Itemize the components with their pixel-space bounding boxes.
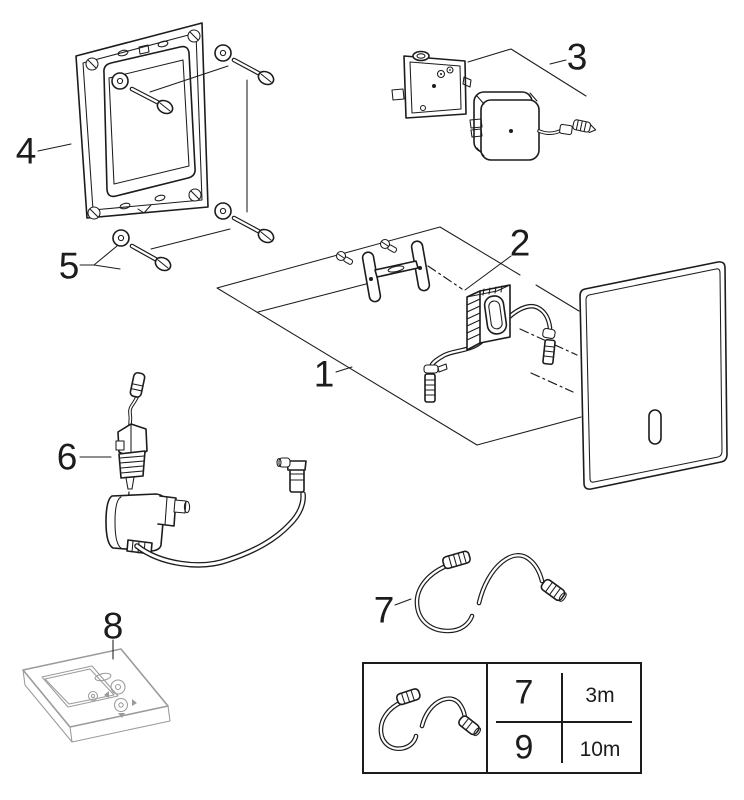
power-supply-drawing — [391, 50, 597, 161]
part-callout-5: 5 — [58, 245, 80, 287]
bracket-screw-icons — [335, 238, 398, 265]
table-length-row2: 10m — [579, 738, 621, 761]
ir-sensor-window-icon — [648, 409, 662, 445]
table-column-divider — [486, 664, 488, 772]
elbow-connector-icon — [276, 457, 307, 493]
module-fins — [466, 298, 481, 341]
extension-cable-drawing — [417, 550, 567, 631]
table-length-row1: 3m — [585, 684, 615, 707]
part-callout-3: 3 — [566, 36, 588, 78]
cable-connector-a-icon — [441, 550, 471, 570]
mounting-frame-drawing — [75, 22, 209, 220]
part-callout-2: 2 — [509, 222, 531, 264]
part-callout-1: 1 — [313, 353, 335, 395]
callout-leader-lines — [37, 48, 587, 660]
table-horizontal-rule — [496, 721, 632, 723]
table-ref-row2: 9 — [514, 728, 534, 767]
solenoid-valve-drawing — [105, 371, 307, 565]
flush-plate-drawing — [579, 261, 728, 490]
cable-length-table: 7 3m 9 10m — [362, 662, 642, 774]
module-window — [483, 295, 508, 335]
table-ref-row1: 7 — [514, 673, 534, 712]
part-callout-8: 8 — [102, 605, 124, 647]
table-vertical-rule — [561, 673, 563, 763]
cable-icon — [364, 664, 486, 772]
mounting-bracket-drawing — [335, 238, 431, 303]
solenoid-plug-icon — [129, 371, 146, 398]
module-left-connector-icon — [423, 363, 448, 403]
frame-corner-screw-icons — [85, 29, 202, 220]
part-callout-7: 7 — [373, 589, 395, 631]
installation-plane-drawing — [216, 226, 582, 446]
part-callout-6: 6 — [56, 436, 78, 478]
wall-plug-icon — [572, 119, 597, 134]
part-callout-4: 4 — [15, 130, 37, 172]
electronics-module-drawing — [423, 284, 556, 403]
module-right-connector-icon — [542, 327, 556, 366]
fixing-screws-drawing — [111, 44, 275, 272]
remote-control-drawing — [22, 648, 171, 743]
cable-connector-b-icon — [540, 578, 567, 602]
